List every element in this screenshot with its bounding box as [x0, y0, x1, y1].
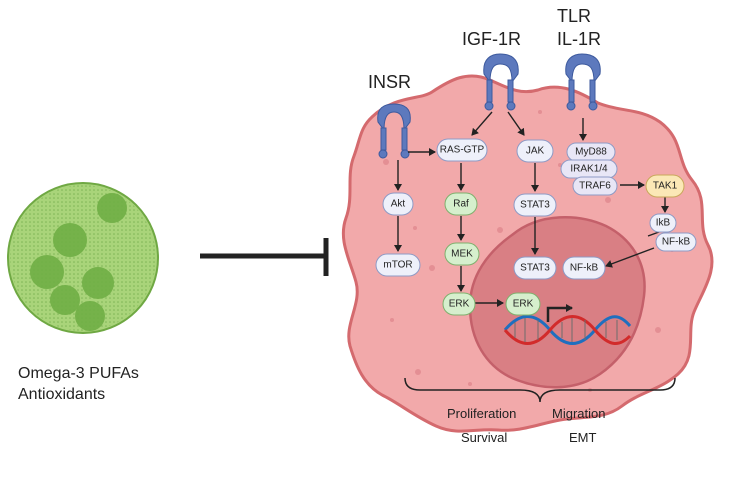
outcome-migration: Migration [552, 406, 605, 421]
svg-text:NF-kB: NF-kB [570, 263, 599, 274]
svg-text:STAT3: STAT3 [520, 263, 550, 274]
svg-text:MEK: MEK [451, 249, 473, 260]
node-myd88: MyD88 [566, 142, 616, 162]
node-mtor: mTOR [375, 253, 421, 277]
svg-text:IRAK1/4: IRAK1/4 [570, 164, 608, 175]
cytoplasm-speck [383, 110, 674, 392]
node-erk-nucleus: ERK [505, 292, 541, 316]
outcome-brace [404, 377, 676, 403]
node-nfkb: NF-kB [655, 232, 697, 252]
svg-text:RAS-GTP: RAS-GTP [440, 145, 485, 156]
tlr-label: TLR [557, 6, 591, 26]
node-ras-gtp: RAS-GTP [436, 138, 488, 162]
node-stat3-nucleus: STAT3 [513, 256, 557, 280]
svg-text:MyD88: MyD88 [575, 147, 607, 158]
node-raf: Raf [444, 192, 478, 216]
food-label-line2: Antioxidants [18, 386, 105, 403]
outcome-emt: EMT [569, 430, 597, 445]
svg-text:Raf: Raf [453, 199, 469, 210]
outcome-proliferation: Proliferation [447, 406, 516, 421]
node-ikb: IkB [649, 213, 677, 233]
svg-text:mTOR: mTOR [383, 260, 412, 271]
svg-text:NF-kB: NF-kB [662, 237, 691, 248]
igf1r-receptor-icon [483, 53, 519, 111]
svg-text:JAK: JAK [526, 146, 545, 157]
food-particle [7, 182, 159, 334]
node-jak: JAK [516, 139, 554, 163]
outcome-survival: Survival [461, 430, 507, 445]
svg-text:ERK: ERK [513, 299, 534, 310]
transcription-arrow-icon [546, 304, 573, 322]
inhibition-arrow [200, 238, 329, 276]
il1r-label: IL-1R [557, 29, 601, 49]
pathway-arrows [394, 111, 669, 307]
insr-receptor-icon [377, 103, 411, 159]
svg-text:ERK: ERK [449, 299, 470, 310]
tlr-receptor-icon [565, 53, 601, 111]
dna-icon [503, 315, 632, 345]
svg-text:STAT3: STAT3 [520, 200, 550, 211]
svg-text:TRAF6: TRAF6 [579, 181, 611, 192]
node-irak: IRAK1/4 [560, 159, 618, 179]
food-particle-spot [30, 193, 127, 331]
node-akt: Akt [382, 192, 414, 216]
svg-text:IkB: IkB [656, 218, 671, 229]
food-label-line1: Omega-3 PUFAs [18, 365, 139, 382]
node-mek: MEK [444, 242, 480, 266]
node-tak1: TAK1 [645, 174, 685, 198]
node-erk: ERK [442, 292, 476, 316]
node-traf6: TRAF6 [572, 176, 618, 196]
svg-text:TAK1: TAK1 [653, 181, 678, 192]
svg-text:Akt: Akt [391, 199, 406, 210]
node-nfkb-nucleus: NF-kB [562, 256, 606, 280]
insr-label: INSR [368, 72, 411, 92]
node-stat3: STAT3 [513, 193, 557, 217]
igf1r-label: IGF-1R [462, 29, 521, 49]
